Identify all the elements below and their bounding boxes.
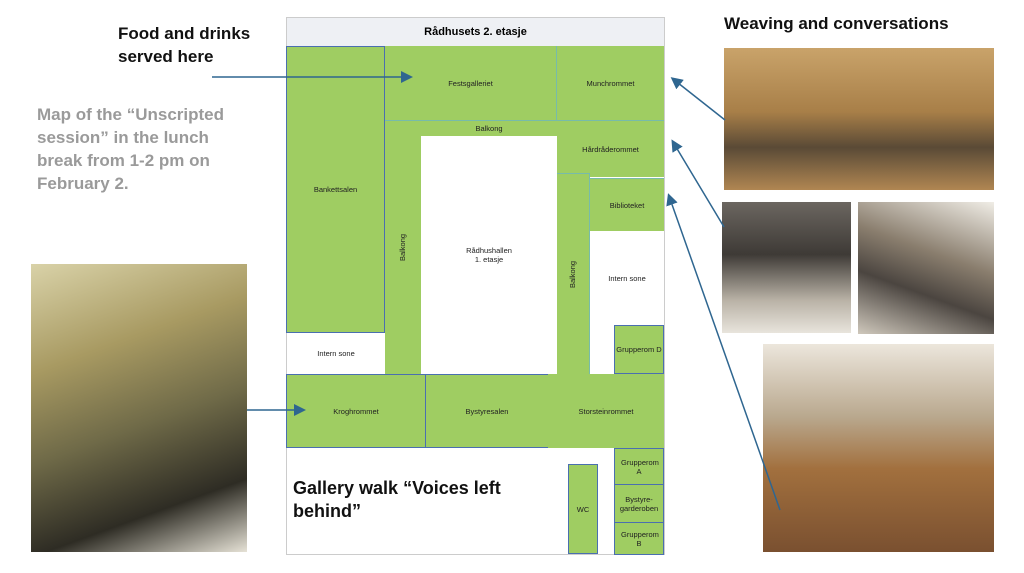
room-label: Grupperom B	[621, 529, 659, 548]
photo-hardraderommet	[763, 344, 994, 552]
room-intern-sone-right: Intern sone	[590, 231, 664, 325]
room-label: Intern sone	[608, 273, 646, 283]
room-label: Balkong	[475, 124, 503, 133]
room-wc: WC	[568, 464, 598, 554]
room-label: Intern sone	[317, 349, 355, 358]
room-label: Bankettsalen	[313, 185, 358, 194]
photo-munchrommet	[724, 48, 994, 190]
room-label: Kroghrommet	[333, 406, 379, 416]
room-grupperom-a: Grupperom A	[614, 448, 664, 485]
room-sublabel: 1. etasje	[474, 255, 504, 264]
room-hardraderommet: Hårdråderommet	[557, 120, 664, 177]
arrow-hardraderommet	[671, 139, 725, 228]
photo-kroghrommet	[31, 264, 247, 552]
room-balkong-right: Balkong	[557, 173, 590, 374]
room-label: Munchrommet	[586, 78, 635, 88]
arrow-biblioteket	[666, 193, 781, 511]
room-label: Rådhushallen	[466, 246, 512, 255]
weaving-caption: Weaving and conversations	[724, 14, 949, 33]
room-balkong-left: Balkong	[385, 120, 421, 374]
room-label: WC	[576, 504, 590, 514]
room-intern-sone-left: Intern sone	[287, 333, 385, 374]
room-label: Grupperom D	[616, 345, 662, 354]
room-balkong-top: Balkong	[421, 120, 557, 136]
room-bankettsalen: Bankettsalen	[286, 46, 385, 333]
gallery-caption: Gallery walk “Voices left behind”	[293, 478, 501, 521]
room-kroghrommet: Kroghrommet	[286, 374, 426, 448]
room-label: Festsgalleriet	[448, 78, 493, 88]
room-biblioteket: Biblioteket	[590, 178, 664, 231]
room-festsgalleriet: Festsgalleriet	[385, 46, 557, 120]
room-label: Storsteinrommet	[578, 406, 634, 416]
photo-balkong-1	[722, 202, 851, 333]
food-caption: Food and drinks served here	[118, 24, 251, 66]
room-label: Hårdråderommet	[582, 144, 639, 154]
room-label: Biblioteket	[609, 200, 645, 210]
map-note: Map of the “Unscripted session” in the l…	[37, 105, 225, 193]
room-grupperom-b: Grupperom B	[614, 522, 664, 555]
room-label: Bystyresalen	[465, 406, 509, 416]
room-grupperom-d: Grupperom D	[614, 325, 664, 374]
arrow-munchrommet	[670, 77, 726, 121]
room-storsteinrommet: Storsteinrommet	[548, 374, 664, 448]
map-title: Rådhusets 2. etasje	[287, 18, 664, 46]
room-label: Grupperom A	[621, 457, 659, 476]
room-munchrommet: Munchrommet	[557, 46, 664, 120]
photo-balkong-2	[858, 202, 994, 334]
room-label: Bystyre-garderoben	[619, 494, 659, 513]
